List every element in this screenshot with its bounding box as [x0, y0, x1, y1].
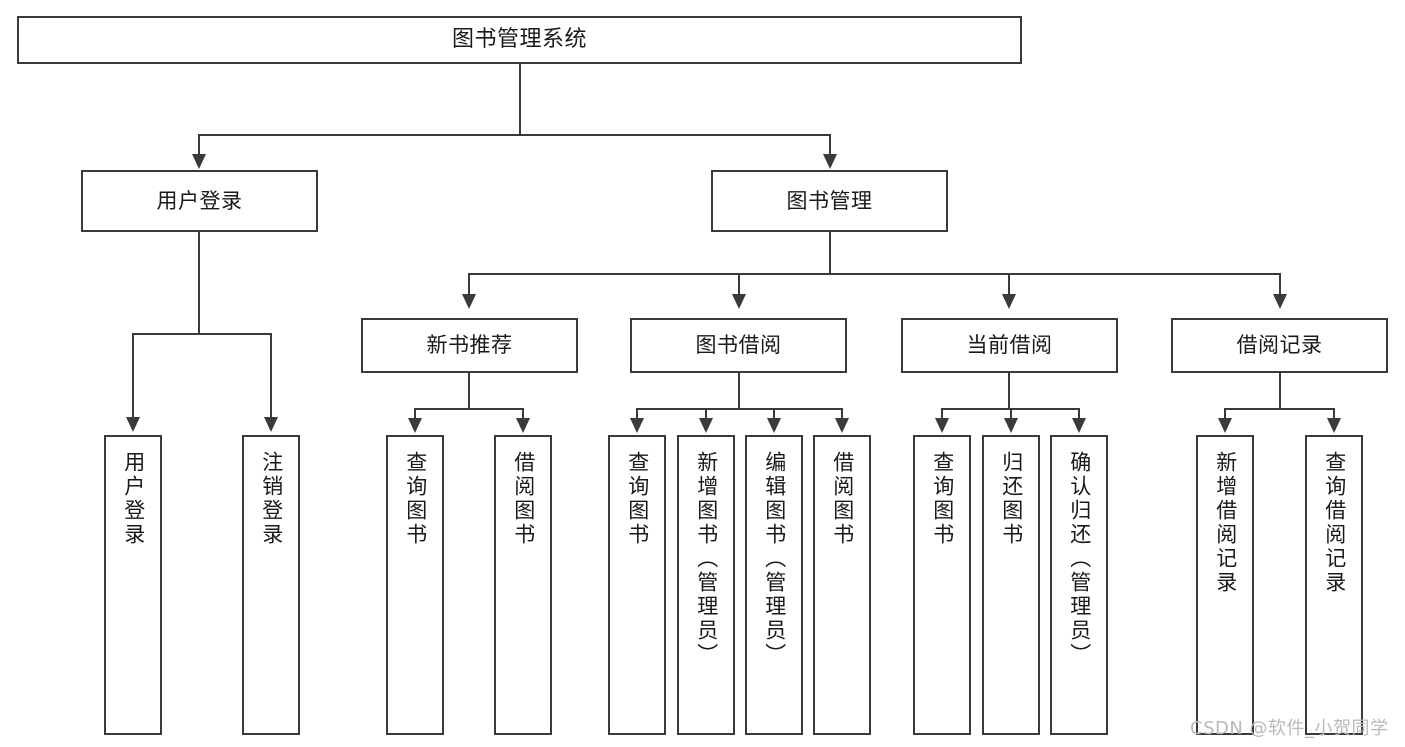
node-label: 注销登录: [259, 451, 284, 547]
arrow-to-leaf-bb-add-book: [699, 418, 713, 433]
connector-cb-drop-2: [1010, 408, 1012, 420]
connector-root-bus: [198, 134, 831, 136]
leaf-bb-edit-book[interactable]: 编辑图书（管理员）: [745, 435, 803, 735]
node-user-login[interactable]: 用户登录: [81, 170, 318, 232]
leaf-cb-return-book[interactable]: 归还图书: [982, 435, 1040, 735]
connector-bb-drop-1: [636, 408, 638, 420]
connector-bm-drop-3: [1008, 273, 1010, 296]
leaf-bb-add-book[interactable]: 新增图书（管理员）: [677, 435, 735, 735]
node-label: 新增借阅记录: [1213, 451, 1238, 595]
leaf-cb-confirm-return[interactable]: 确认归还（管理员）: [1050, 435, 1108, 735]
arrow-to-borrow-record: [1273, 294, 1287, 309]
arrow-to-leaf-user-login: [126, 417, 140, 432]
connector-cb-drop-3: [1078, 408, 1080, 420]
connector-nbr-bus: [414, 408, 524, 410]
connector-user-login-stem: [198, 232, 200, 334]
arrow-to-leaf-bb-query-book: [630, 418, 644, 433]
node-label: 查询图书: [930, 451, 955, 547]
node-book-management[interactable]: 图书管理: [711, 170, 948, 232]
node-book-management-system[interactable]: 图书管理系统: [17, 16, 1022, 64]
arrow-to-leaf-bb-borrow-book: [835, 418, 849, 433]
leaf-cb-query-book[interactable]: 查询图书: [913, 435, 971, 735]
connector-br-bus: [1224, 408, 1335, 410]
node-label: 用户登录: [121, 451, 146, 547]
arrow-to-user-login: [192, 154, 206, 169]
arrow-to-book-management: [823, 154, 837, 169]
arrow-to-new-book-recommend: [462, 294, 476, 309]
connector-bb-drop-3: [773, 408, 775, 420]
node-label: 查询借阅记录: [1322, 451, 1347, 595]
connector-bm-drop-1: [468, 273, 470, 296]
node-label: 图书管理系统: [451, 27, 587, 52]
connector-cb-stem: [1008, 373, 1010, 410]
node-label: 图书借阅: [695, 333, 782, 357]
leaf-bb-query-book[interactable]: 查询图书: [608, 435, 666, 735]
node-label: 查询图书: [403, 451, 428, 547]
connector-nbr-drop-1: [414, 408, 416, 420]
arrow-to-leaf-cb-query-book: [935, 418, 949, 433]
connector-user-login-bus: [132, 333, 272, 335]
connector-bm-drop-4: [1279, 273, 1281, 296]
node-label: 用户登录: [156, 188, 243, 213]
node-label: 图书管理: [786, 188, 873, 213]
node-book-borrow[interactable]: 图书借阅: [630, 318, 847, 373]
node-label: 新书推荐: [426, 333, 513, 357]
connector-nbr-drop-2: [522, 408, 524, 420]
connector-root-to-book-management: [829, 134, 831, 156]
arrow-to-leaf-nbr-borrow-book: [516, 418, 530, 433]
node-label: 查询图书: [625, 451, 650, 547]
node-label: 借阅记录: [1236, 333, 1323, 357]
node-label: 当前借阅: [966, 333, 1053, 357]
node-current-borrow[interactable]: 当前借阅: [901, 318, 1118, 373]
arrow-to-book-borrow: [732, 294, 746, 309]
connector-user-login-drop-1: [132, 333, 134, 418]
connector-br-drop-2: [1333, 408, 1335, 420]
arrow-to-leaf-bb-edit-book: [767, 418, 781, 433]
leaf-br-query-record[interactable]: 查询借阅记录: [1305, 435, 1363, 735]
connector-br-stem: [1279, 373, 1281, 410]
leaf-nbr-query-book[interactable]: 查询图书: [386, 435, 444, 735]
connector-nbr-stem: [468, 373, 470, 410]
connector-cb-drop-1: [941, 408, 943, 420]
node-new-book-recommend[interactable]: 新书推荐: [361, 318, 578, 373]
leaf-bb-borrow-book[interactable]: 借阅图书: [813, 435, 871, 735]
connector-bb-drop-2: [705, 408, 707, 420]
connector-bb-stem: [738, 373, 740, 410]
node-label: 借阅图书: [830, 451, 855, 547]
arrow-to-leaf-br-add-record: [1218, 418, 1232, 433]
arrow-to-leaf-br-query-record: [1327, 418, 1341, 433]
connector-br-drop-1: [1224, 408, 1226, 420]
arrow-to-current-borrow: [1002, 294, 1016, 309]
node-label: 确认归还（管理员）: [1067, 451, 1092, 667]
leaf-nbr-borrow-book[interactable]: 借阅图书: [494, 435, 552, 735]
connector-root-to-user-login: [198, 134, 200, 156]
arrow-to-leaf-cb-confirm-return: [1072, 418, 1086, 433]
connector-book-management-bus: [468, 273, 1281, 275]
connector-user-login-drop-2: [270, 333, 272, 418]
node-label: 编辑图书（管理员）: [762, 451, 787, 667]
leaf-logout[interactable]: 注销登录: [242, 435, 300, 735]
arrow-to-leaf-nbr-query-book: [408, 418, 422, 433]
node-borrow-record[interactable]: 借阅记录: [1171, 318, 1388, 373]
connector-root-stem: [519, 64, 521, 135]
arrow-to-leaf-cb-return-book: [1004, 418, 1018, 433]
leaf-user-login[interactable]: 用户登录: [104, 435, 162, 735]
connector-bb-drop-4: [841, 408, 843, 420]
node-label: 归还图书: [999, 451, 1024, 547]
node-label: 借阅图书: [511, 451, 536, 547]
leaf-br-add-record[interactable]: 新增借阅记录: [1196, 435, 1254, 735]
arrow-to-leaf-logout: [264, 417, 278, 432]
connector-bb-bus: [636, 408, 842, 410]
connector-book-management-stem: [829, 232, 831, 274]
node-label: 新增图书（管理员）: [694, 451, 719, 667]
connector-bm-drop-2: [738, 273, 740, 296]
